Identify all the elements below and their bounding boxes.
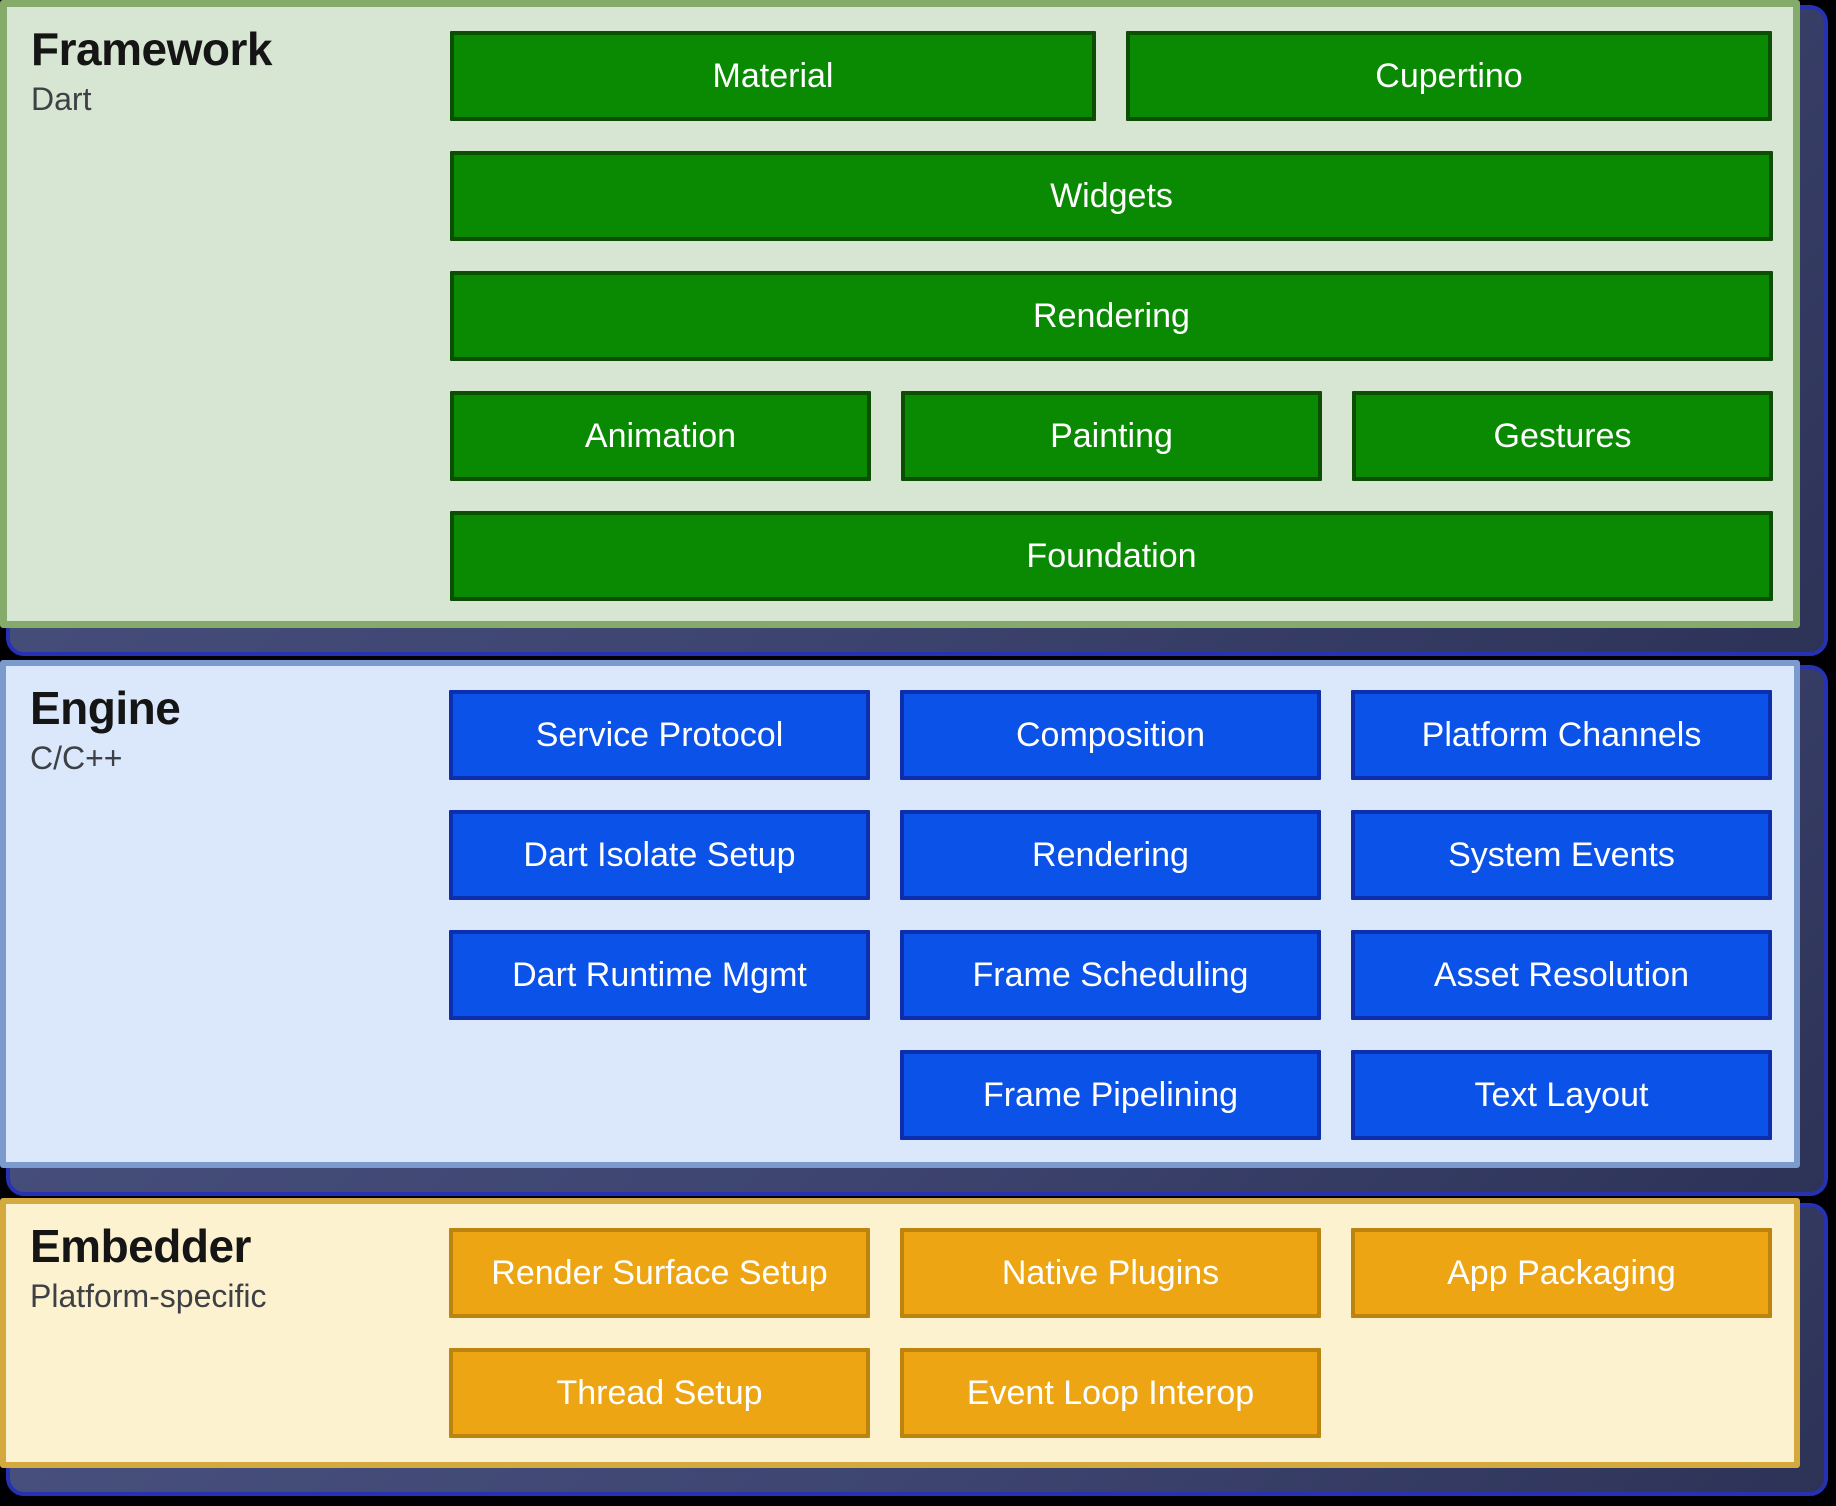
box-cupertino: Cupertino bbox=[1126, 31, 1772, 121]
embedder-subtitle: Platform-specific bbox=[30, 1277, 267, 1314]
engine-row-3: Dart Runtime Mgmt Frame Scheduling Asset… bbox=[449, 930, 1772, 1020]
engine-title: Engine bbox=[30, 682, 181, 734]
framework-row-2: Widgets bbox=[450, 151, 1773, 241]
engine-header: Engine C/C++ bbox=[30, 682, 181, 777]
engine-row-2: Dart Isolate Setup Rendering System Even… bbox=[449, 810, 1772, 900]
box-animation: Animation bbox=[450, 391, 871, 481]
box-composition: Composition bbox=[900, 690, 1321, 780]
embedder-rows: Render Surface Setup Native Plugins App … bbox=[449, 1228, 1772, 1468]
box-native-plugins: Native Plugins bbox=[900, 1228, 1321, 1318]
embedder-row-2: Thread Setup Event Loop Interop bbox=[449, 1348, 1772, 1438]
box-foundation: Foundation bbox=[450, 511, 1773, 601]
box-dart-isolate-setup: Dart Isolate Setup bbox=[449, 810, 870, 900]
framework-row-3: Rendering bbox=[450, 271, 1773, 361]
box-text-layout: Text Layout bbox=[1351, 1050, 1772, 1140]
embedder-card: Embedder Platform-specific Render Surfac… bbox=[0, 1198, 1800, 1468]
framework-rows: Material Cupertino Widgets Rendering Ani… bbox=[450, 31, 1773, 631]
embedder-header: Embedder Platform-specific bbox=[30, 1220, 267, 1315]
engine-card: Engine C/C++ Service Protocol Compositio… bbox=[0, 660, 1800, 1168]
box-dart-runtime-mgmt: Dart Runtime Mgmt bbox=[449, 930, 870, 1020]
layer-engine: Engine C/C++ Service Protocol Compositio… bbox=[0, 660, 1828, 1196]
box-platform-channels: Platform Channels bbox=[1351, 690, 1772, 780]
engine-row-1: Service Protocol Composition Platform Ch… bbox=[449, 690, 1772, 780]
box-system-events: System Events bbox=[1351, 810, 1772, 900]
framework-card: Framework Dart Material Cupertino Widget… bbox=[0, 0, 1800, 628]
box-frame-scheduling: Frame Scheduling bbox=[900, 930, 1321, 1020]
box-material: Material bbox=[450, 31, 1096, 121]
box-painting: Painting bbox=[901, 391, 1322, 481]
box-render-surface-setup: Render Surface Setup bbox=[449, 1228, 870, 1318]
box-event-loop-interop: Event Loop Interop bbox=[900, 1348, 1321, 1438]
framework-subtitle: Dart bbox=[31, 80, 92, 117]
framework-header: Framework Dart bbox=[31, 23, 272, 118]
box-app-packaging: App Packaging bbox=[1351, 1228, 1772, 1318]
framework-title: Framework bbox=[31, 23, 272, 75]
embedder-row-1: Render Surface Setup Native Plugins App … bbox=[449, 1228, 1772, 1318]
layer-framework: Framework Dart Material Cupertino Widget… bbox=[0, 0, 1828, 656]
box-rendering-framework: Rendering bbox=[450, 271, 1773, 361]
box-thread-setup: Thread Setup bbox=[449, 1348, 870, 1438]
framework-row-1: Material Cupertino bbox=[450, 31, 1773, 121]
engine-row-4: Frame Pipelining Text Layout bbox=[900, 1050, 1772, 1140]
box-service-protocol: Service Protocol bbox=[449, 690, 870, 780]
box-gestures: Gestures bbox=[1352, 391, 1773, 481]
embedder-title: Embedder bbox=[30, 1220, 251, 1272]
layer-embedder: Embedder Platform-specific Render Surfac… bbox=[0, 1198, 1828, 1496]
box-frame-pipelining: Frame Pipelining bbox=[900, 1050, 1321, 1140]
box-asset-resolution: Asset Resolution bbox=[1351, 930, 1772, 1020]
box-widgets: Widgets bbox=[450, 151, 1773, 241]
framework-row-4: Animation Painting Gestures bbox=[450, 391, 1773, 481]
engine-rows: Service Protocol Composition Platform Ch… bbox=[449, 690, 1772, 1170]
framework-row-5: Foundation bbox=[450, 511, 1773, 601]
engine-subtitle: C/C++ bbox=[30, 739, 123, 776]
box-rendering-engine: Rendering bbox=[900, 810, 1321, 900]
